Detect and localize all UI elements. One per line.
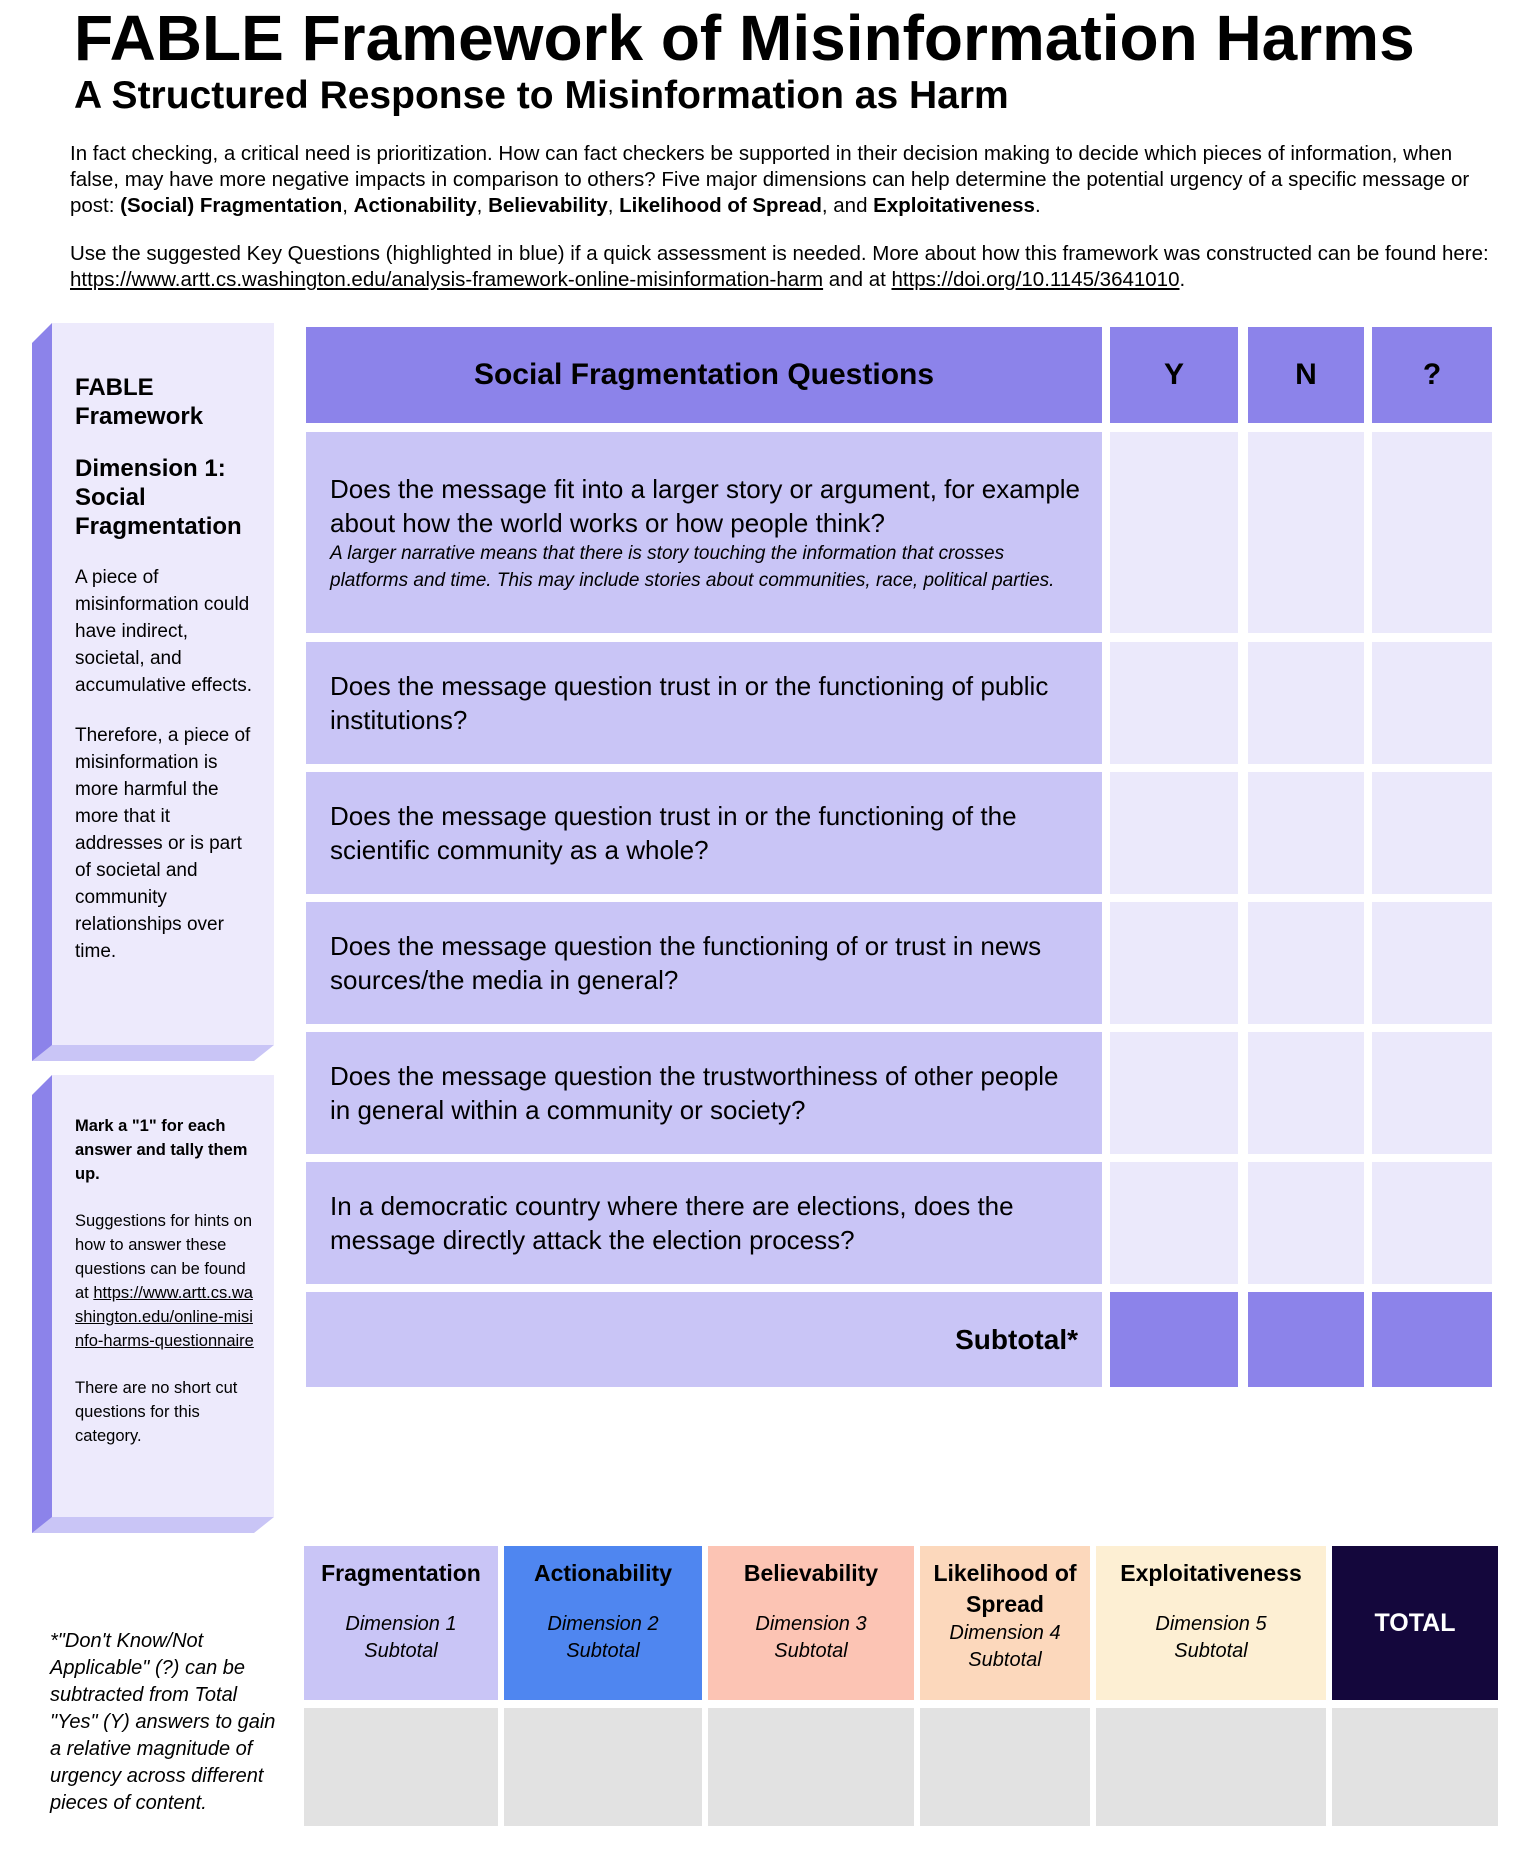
doi-link[interactable]: https://doi.org/10.1145/3641010: [891, 268, 1180, 291]
hints-note: Suggestions for hints on how to answer t…: [75, 1212, 254, 1350]
question-row: In a democratic country where there are …: [306, 1162, 1102, 1284]
panel-heading: FABLE Framework: [75, 374, 204, 430]
framework-link[interactable]: https://www.artt.cs.washington.edu/analy…: [70, 268, 824, 291]
question-text: Does the message question the trustworth…: [330, 1061, 1059, 1125]
question-text: In a democratic country where there are …: [330, 1191, 1014, 1255]
yes-answer-cell[interactable]: [1110, 432, 1238, 633]
intro-text: In fact checking, a critical need is pri…: [70, 142, 1470, 217]
dimension-believability-term: Believability: [488, 194, 608, 217]
spread-subtotal-value[interactable]: [920, 1708, 1090, 1826]
exploitativeness-subtotal-value[interactable]: [1096, 1708, 1326, 1826]
believability-subtotal-value[interactable]: [708, 1708, 914, 1826]
unknown-subtotal-cell[interactable]: [1372, 1292, 1492, 1387]
instructions-panel: Mark a "1" for each answer and tally the…: [52, 1075, 274, 1517]
unknown-answer-cell[interactable]: [1372, 642, 1492, 764]
dimension-heading: Dimension 1: Social Fragmentation: [75, 455, 242, 540]
question-row: Does the message question the trustworth…: [306, 1032, 1102, 1154]
unknown-answer-cell[interactable]: [1372, 1032, 1492, 1154]
yes-answer-cell[interactable]: [1110, 1162, 1238, 1284]
dimension-fragmentation-term: (Social) Fragmentation: [120, 194, 343, 217]
page-title: FABLE Framework of Misinformation Harms: [74, 2, 1415, 74]
unknown-answer-cell[interactable]: [1372, 772, 1492, 894]
no-answer-cell[interactable]: [1248, 772, 1364, 894]
yes-column-header: Y: [1110, 327, 1238, 423]
footnote: *"Don't Know/Not Applicable" (?) can be …: [50, 1630, 276, 1814]
unknown-column-header: ?: [1372, 327, 1492, 423]
summary-total-header: TOTAL: [1332, 1546, 1498, 1700]
yes-answer-cell[interactable]: [1110, 902, 1238, 1024]
dimension-info-panel: FABLE Framework Dimension 1: Social Frag…: [52, 323, 274, 1045]
question-row: Does the message question trust in or th…: [306, 772, 1102, 894]
no-answer-cell[interactable]: [1248, 1162, 1364, 1284]
summary-believability-header: Believability Dimension 3 Subtotal: [708, 1546, 914, 1700]
summary-fragmentation-header: Fragmentation Dimension 1 Subtotal: [304, 1546, 498, 1700]
question-text: Does the message question trust in or th…: [330, 801, 1017, 865]
summary-spread-header: Likelihood of Spread Dimension 4 Subtota…: [920, 1546, 1090, 1700]
no-subtotal-cell[interactable]: [1248, 1292, 1364, 1387]
unknown-answer-cell[interactable]: [1372, 432, 1492, 633]
question-text: Does the message question the functionin…: [330, 931, 1042, 995]
no-answer-cell[interactable]: [1248, 902, 1364, 1024]
yes-answer-cell[interactable]: [1110, 642, 1238, 764]
question-row: Does the message question trust in or th…: [306, 642, 1102, 764]
unknown-answer-cell[interactable]: [1372, 1162, 1492, 1284]
question-row: Does the message fit into a larger story…: [306, 432, 1102, 633]
yes-answer-cell[interactable]: [1110, 772, 1238, 894]
actionability-subtotal-value[interactable]: [504, 1708, 702, 1826]
dimension-explanation: Therefore, a piece of misinformation is …: [75, 725, 251, 962]
intro-paragraph: In fact checking, a critical need is pri…: [70, 142, 1470, 217]
panel-bottom-decoration: [32, 1517, 274, 1533]
questions-header: Social Fragmentation Questions: [306, 327, 1102, 423]
yes-answer-cell[interactable]: [1110, 1032, 1238, 1154]
dimension-actionability-term: Actionability: [353, 194, 477, 217]
summary-actionability-header: Actionability Dimension 2 Subtotal: [504, 1546, 702, 1700]
question-text: Does the message fit into a larger story…: [330, 473, 1081, 538]
key-questions-paragraph: Use the suggested Key Questions (highlig…: [70, 242, 1489, 291]
question-text: Does the message question trust in or th…: [330, 671, 1049, 735]
dimension-exploitativeness-term: Exploitativeness: [873, 194, 1035, 217]
panel-bottom-decoration: [32, 1045, 274, 1061]
no-column-header: N: [1248, 327, 1364, 423]
question-row: Does the message question the functionin…: [306, 902, 1102, 1024]
no-answer-cell[interactable]: [1248, 432, 1364, 633]
tally-instruction: Mark a "1" for each answer and tally the…: [75, 1117, 248, 1183]
key-questions-text: Use the suggested Key Questions (highlig…: [70, 242, 1489, 265]
total-value[interactable]: [1332, 1708, 1498, 1826]
questionnaire-link[interactable]: https://www.artt.cs.washington.edu/onlin…: [75, 1284, 254, 1350]
page-subtitle: A Structured Response to Misinformation …: [74, 74, 1009, 117]
shortcut-note: There are no short cut questions for thi…: [75, 1379, 238, 1445]
dimension-spread-term: Likelihood of Spread: [619, 194, 822, 217]
panel-edge-decoration: [32, 1075, 52, 1533]
fragmentation-subtotal-value[interactable]: [304, 1708, 498, 1826]
yes-subtotal-cell[interactable]: [1110, 1292, 1238, 1387]
panel-edge-decoration: [32, 323, 52, 1061]
subtotal-label: Subtotal*: [306, 1292, 1102, 1387]
summary-exploitativeness-header: Exploitativeness Dimension 5 Subtotal: [1096, 1546, 1326, 1700]
dimension-description: A piece of misinformation could have ind…: [75, 567, 253, 696]
question-note: A larger narrative means that there is s…: [330, 542, 1055, 591]
no-answer-cell[interactable]: [1248, 642, 1364, 764]
no-answer-cell[interactable]: [1248, 1032, 1364, 1154]
unknown-answer-cell[interactable]: [1372, 902, 1492, 1024]
